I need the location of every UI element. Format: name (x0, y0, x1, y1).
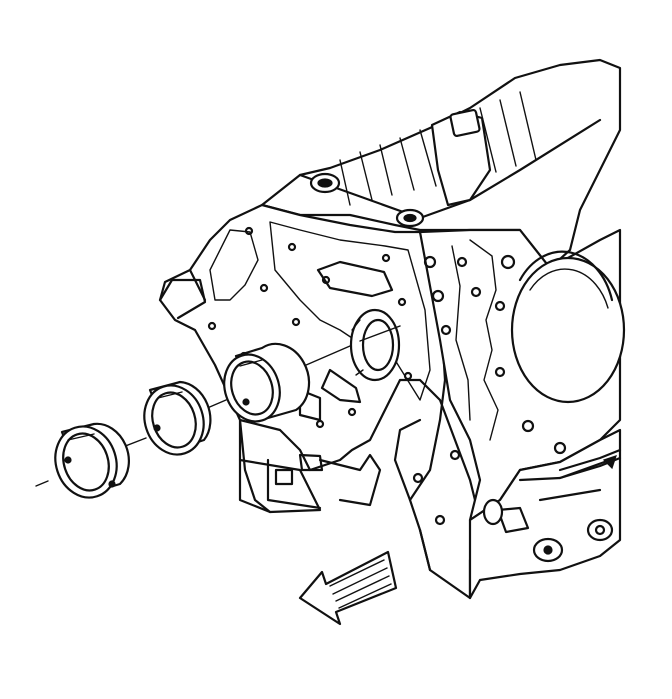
engine-block (158, 58, 626, 600)
camshaft-bearing-middle (143, 380, 212, 456)
camshaft-bearing-front (54, 422, 130, 499)
direction-arrow (298, 550, 398, 626)
camshaft-bearing-rear (223, 342, 311, 423)
